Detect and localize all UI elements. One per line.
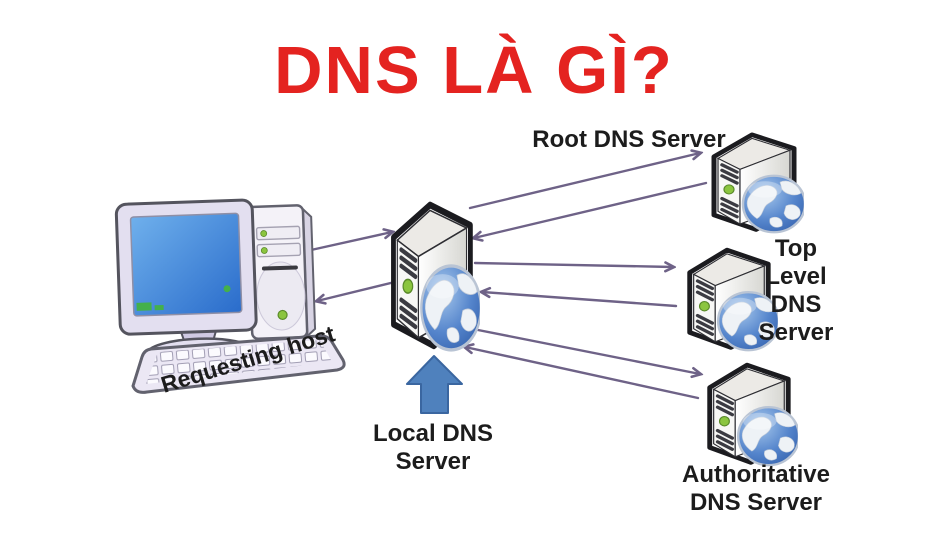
arrow-local-to-auth	[471, 327, 700, 374]
top-level-dns-server-node: Top Level DNS Server	[690, 235, 834, 350]
arrow-local-to-host	[317, 279, 401, 301]
local-dns-label-line1: Local DNS	[373, 420, 493, 447]
arrow-toplevel-to-local	[482, 292, 678, 308]
arrow-host-to-local	[309, 232, 392, 252]
up-arrow-icon	[406, 355, 463, 414]
root-dns-server-node: Root DNS Server	[532, 126, 805, 232]
local-dns-label-line2: Server	[396, 448, 471, 475]
requesting-host-node: Requesting host	[114, 198, 346, 398]
root-dns-label: Root DNS Server	[532, 126, 725, 153]
authoritative-dns-server-icon	[710, 365, 799, 465]
authoritative-dns-server-node: Authoritative DNS Server	[682, 365, 830, 516]
connection-arrows	[309, 153, 708, 400]
authoritative-dns-label-line2: DNS Server	[690, 489, 822, 516]
root-dns-server-icon	[714, 135, 805, 233]
arrow-local-to-toplevel	[473, 263, 673, 267]
arrow-auth-to-local	[465, 347, 700, 400]
authoritative-dns-label-line1: Authoritative	[682, 461, 830, 488]
arrow-root-to-local	[474, 181, 708, 238]
arrow-local-to-root	[468, 153, 700, 210]
top-level-dns-label-line4: Server	[759, 319, 834, 346]
top-level-dns-label-line3: DNS	[771, 291, 822, 318]
keyboard-icon	[131, 334, 346, 394]
computer-tower-icon	[246, 204, 317, 341]
page-title: DNS LÀ GÌ?	[274, 33, 674, 108]
top-level-dns-label-line1: Top	[775, 235, 817, 262]
local-dns-server-node: Local DNS Server	[373, 205, 493, 475]
local-dns-server-icon	[393, 205, 481, 350]
desktop-computer-icon	[114, 198, 346, 394]
top-level-dns-label-line2: Level	[765, 263, 826, 290]
